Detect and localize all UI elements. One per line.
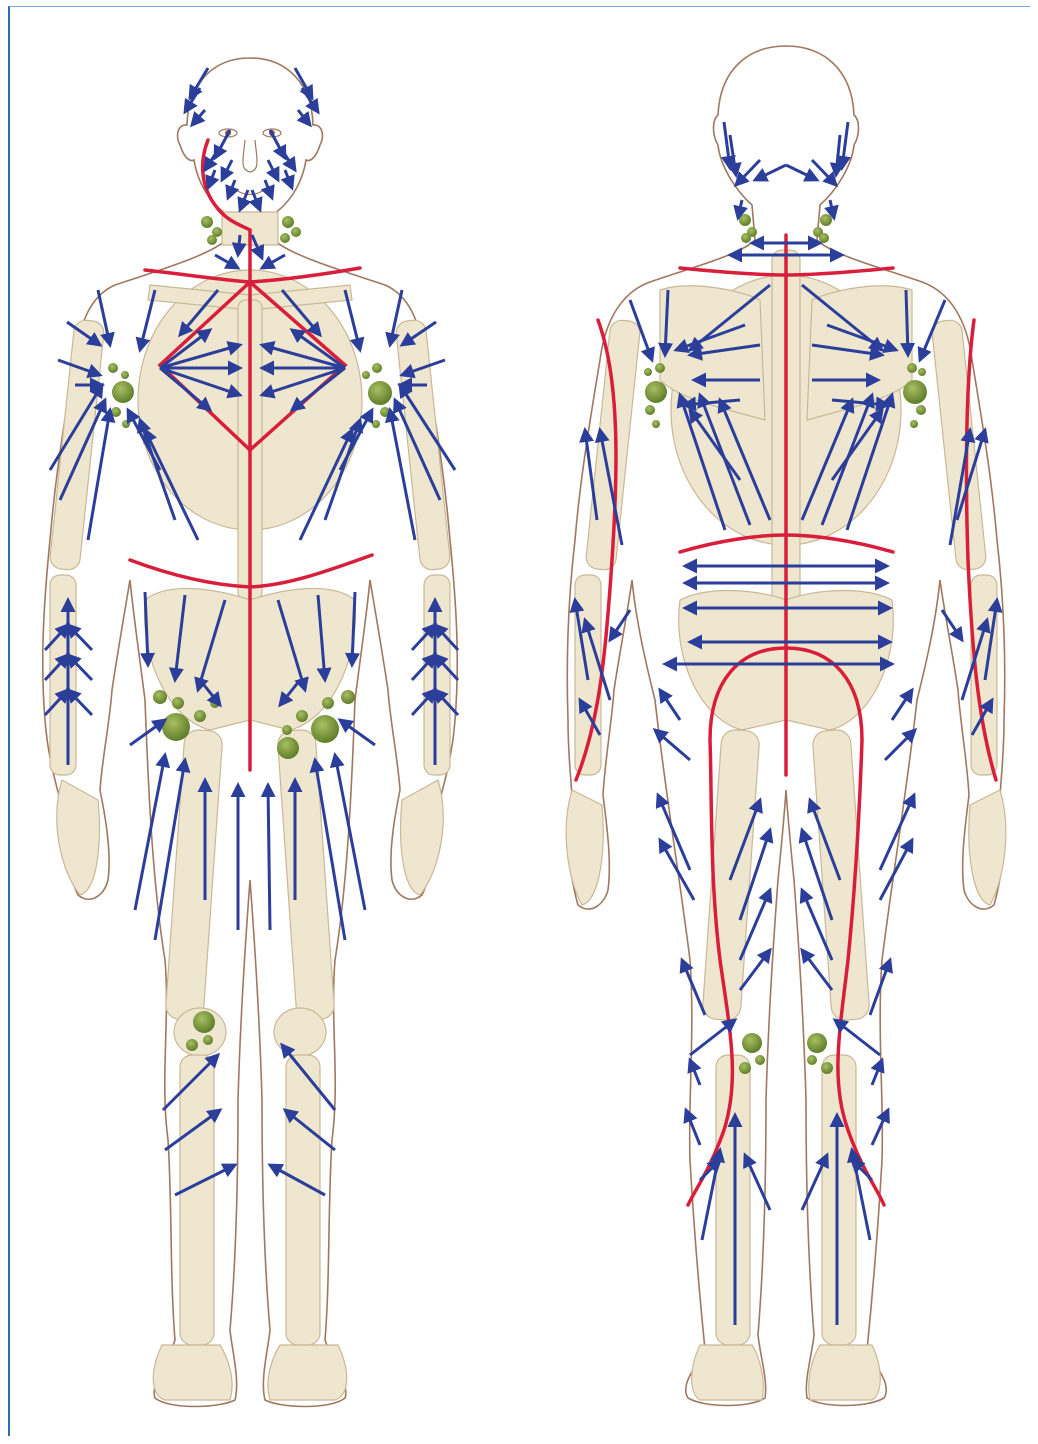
lymph-node-icon [277,737,299,759]
lymph-node-icon [741,233,751,243]
lymph-node-icon [819,233,829,243]
lymph-node-icon [645,381,667,403]
lymph-node-icon [644,368,652,376]
lymph-node-icon [111,407,121,417]
lymph-node-icon [821,1062,833,1074]
lymph-node-icon [280,233,290,243]
lymph-node-icon [372,363,382,373]
lymph-node-icon [807,1033,827,1053]
lymph-node-icon [193,1011,215,1033]
lymph-node-icon [186,1039,198,1051]
lymph-node-icon [194,710,206,722]
lymph-node-icon [655,363,665,373]
lymph-node-icon [916,405,926,415]
front-left-forearm [424,575,450,775]
back-left-foot [809,1345,881,1400]
front-figure [43,58,458,1407]
lymph-node-icon [282,725,292,735]
flow-arrow-icon [268,785,270,930]
lymph-node-icon [380,407,390,417]
lymph-node-icon [162,713,190,741]
back-figure [566,46,1006,1406]
flow-arrow-icon [906,290,908,355]
lymph-node-icon [755,1055,765,1065]
front-right-tibia [180,1055,214,1345]
lymph-node-icon [341,690,355,704]
flow-arrow-icon [830,200,834,218]
lymph-node-icon [153,690,167,704]
lymph-node-icon [207,235,217,245]
lymph-node-icon [203,1035,213,1045]
lymph-node-icon [121,371,129,379]
lymph-node-icon [372,420,380,428]
lymph-node-icon [645,405,655,415]
front-right-forearm [50,575,76,775]
lymph-node-icon [362,371,370,379]
lymph-node-icon [201,216,213,228]
lymph-node-icon [368,381,392,405]
lymph-node-icon [112,381,134,403]
lymph-node-icon [282,216,294,228]
lymph-node-icon [122,420,130,428]
lymph-node-icon [910,420,918,428]
lymph-node-icon [739,1062,751,1074]
lymph-node-icon [172,697,184,709]
front-left-patella [274,1008,326,1056]
lymph-node-icon [652,420,660,428]
back-right-foot [692,1345,764,1400]
lymph-node-icon [903,380,927,404]
lymph-node-icon [296,710,308,722]
front-left-hand [401,780,444,895]
lymph-node-icon [742,1033,762,1053]
front-left-foot [268,1345,347,1400]
lymph-node-icon [108,363,118,373]
lymph-node-icon [311,715,339,743]
lymph-node-icon [291,227,301,237]
lymph-node-icon [907,363,917,373]
lymph-node-icon [918,368,926,376]
flow-arrow-icon [238,235,240,255]
lymph-node-icon [322,697,334,709]
back-right-tibia [716,1055,750,1345]
front-right-foot [153,1345,232,1400]
front-right-hand [57,780,100,895]
front-left-tibia [286,1055,320,1345]
lymph-node-icon [820,214,832,226]
lymph-node-icon [739,214,751,226]
lymph-node-icon [807,1055,817,1065]
